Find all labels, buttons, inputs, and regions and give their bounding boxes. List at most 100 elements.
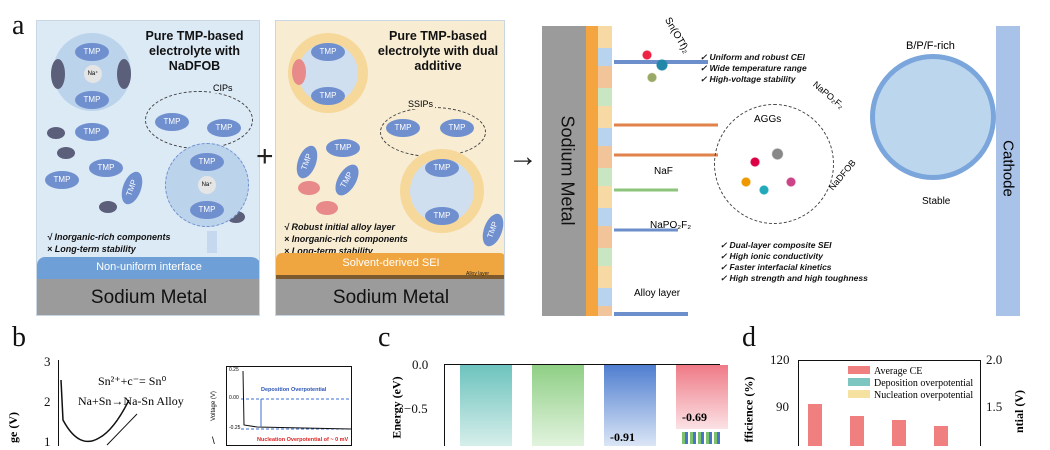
sodium-metal-bar: Sodium Metal (37, 279, 259, 315)
molecule-sn (632, 40, 682, 90)
legend-swatch-dep (848, 378, 870, 386)
c-ytick: −0.5 (404, 401, 428, 416)
stable-label: Stable (922, 196, 951, 207)
left-checks: √ Inorganic-rich components × Long-term … (47, 231, 170, 255)
b-corner-mark: \ (212, 436, 215, 447)
c-top-axis (444, 364, 720, 365)
left-title: Pure TMP-based electrolyte with NaDFOB (145, 29, 244, 73)
feature-line: ✓ Wide temperature range (700, 63, 807, 73)
feature-line: ✓ High-voltage stability (700, 74, 796, 84)
panel-a-middle-box: Pure TMP-based electrolyte with dual add… (275, 20, 505, 316)
tmp-molecule: TMP (425, 207, 459, 225)
legend-label: Deposition overpotential (874, 378, 974, 389)
dfob-anion (51, 59, 65, 89)
check-line: × Long-term stability (284, 246, 373, 256)
inset-ylabel: Voltage (V) (210, 391, 217, 421)
down-arrow (207, 231, 217, 253)
agg-molecules (728, 130, 818, 210)
feature-line: ✓ Uniform and robust CEI (700, 52, 805, 62)
tmp-molecule: TMP (75, 43, 109, 61)
check-line: √ Robust initial alloy layer (284, 222, 395, 232)
cips-label: CIPs (211, 83, 235, 93)
b-ytick: 3 (44, 354, 51, 369)
right-arrow: → (508, 140, 538, 173)
dfob-anion (47, 127, 65, 139)
middle-checks: √ Robust initial alloy layer × Inorganic… (284, 221, 408, 257)
tmp-molecule: TMP (478, 210, 504, 250)
b-inset: Voltage (V) 0.25 0.00 -0.25 Deposition O… (211, 366, 352, 446)
panel-c-letter: c (378, 322, 391, 353)
inset-tick: -0.25 (229, 425, 241, 431)
legend-label: Average CE (874, 366, 923, 377)
c-bar (604, 365, 656, 446)
tmp-molecule: TMP (117, 168, 147, 208)
sodium-metal-column (542, 26, 586, 316)
tmp-molecule: TMP (190, 153, 224, 171)
interface-label: Non-uniform interface (96, 261, 202, 273)
legend-item: Nucleation overpotential (848, 390, 973, 402)
inset-tick: 0.25 (229, 367, 239, 373)
tmp-molecule: TMP (292, 142, 322, 182)
c-ytick: 0.0 (412, 357, 429, 372)
plus-sign: + (256, 140, 274, 173)
bpf-label: B/P/F-rich (906, 40, 955, 52)
tmp-molecule: TMP (155, 113, 189, 131)
legend-label: Nucleation overpotential (874, 390, 974, 401)
d-left-axis (798, 360, 799, 446)
dfob-anion (117, 59, 131, 89)
panel-a-letter: a (12, 10, 25, 41)
inset-plot (241, 370, 352, 430)
d-top-axis (798, 360, 980, 361)
napo2f2-label: NaPO₂F₂ (650, 220, 692, 231)
panel-a-left-box: Pure TMP-based electrolyte with NaDFOB T… (36, 20, 260, 316)
tmp-molecule: TMP (75, 123, 109, 141)
alloy-layer (276, 275, 504, 279)
tmp-molecule: TMP (330, 160, 364, 200)
cathode-label: Cathode (999, 140, 1017, 197)
d-right-ylabel: ntial (V) (1012, 390, 1026, 433)
dfob-anion (57, 147, 75, 159)
alloy-layer-label: Alloy layer (634, 288, 681, 299)
na-ion: Na⁺ (84, 65, 102, 83)
tmp-molecule: TMP (207, 119, 241, 137)
panel-d-letter: d (742, 322, 756, 353)
right-arrows-svg (614, 60, 718, 316)
tmp-molecule: TMP (89, 159, 123, 177)
cathode-column (996, 26, 1020, 316)
c-bar-label: -0.91 (610, 430, 635, 444)
b-voltage-curve (60, 379, 130, 443)
check-line: × Long-term stability (47, 244, 136, 254)
d-bar (850, 416, 864, 446)
d-bar (934, 426, 948, 446)
tmp-molecule: TMP (45, 171, 79, 189)
check-line: × Inorganic-rich components (284, 234, 408, 244)
naf-label: NaF (654, 166, 673, 177)
panel-a-right: Sodium Metal Sn(OTf)₂ ✓ Uniform and robu… (542, 16, 1020, 316)
tmp-molecule: TMP (425, 159, 459, 177)
d-left-ylabel: fficience (%) (741, 376, 756, 443)
feature-line: ✓ High ionic conductivity (720, 251, 823, 261)
b-ylabel: ge (V) (5, 412, 20, 443)
cei-circle (870, 54, 996, 180)
d-left-tick: 90 (776, 399, 789, 414)
feature-line: ✓ High strength and high toughness (720, 273, 868, 283)
panel-b-axis (58, 360, 59, 446)
sodium-metal-vertical-label: Sodium Metal (557, 115, 578, 226)
aggs-label: AGGs (754, 114, 782, 125)
alloy-label: Alloy layer (466, 271, 490, 277)
b-ytick: 1 (44, 434, 51, 449)
reaction-1: Sn²⁺+c⁻= Sn⁰ (98, 374, 167, 388)
c-molecule (682, 432, 722, 444)
b-curve (60, 379, 138, 446)
c-bar (460, 365, 512, 446)
legend-item: Average CE (848, 366, 973, 378)
sn-anion (298, 181, 320, 195)
tmp-molecule: TMP (311, 87, 345, 105)
c-bar (532, 365, 584, 446)
sei-column-stripes (598, 26, 612, 316)
d-bar (808, 404, 822, 446)
d-bar (892, 420, 906, 446)
na-ion: Na⁺ (198, 176, 216, 194)
sn-anion (292, 59, 306, 85)
b-pointer (106, 413, 138, 446)
